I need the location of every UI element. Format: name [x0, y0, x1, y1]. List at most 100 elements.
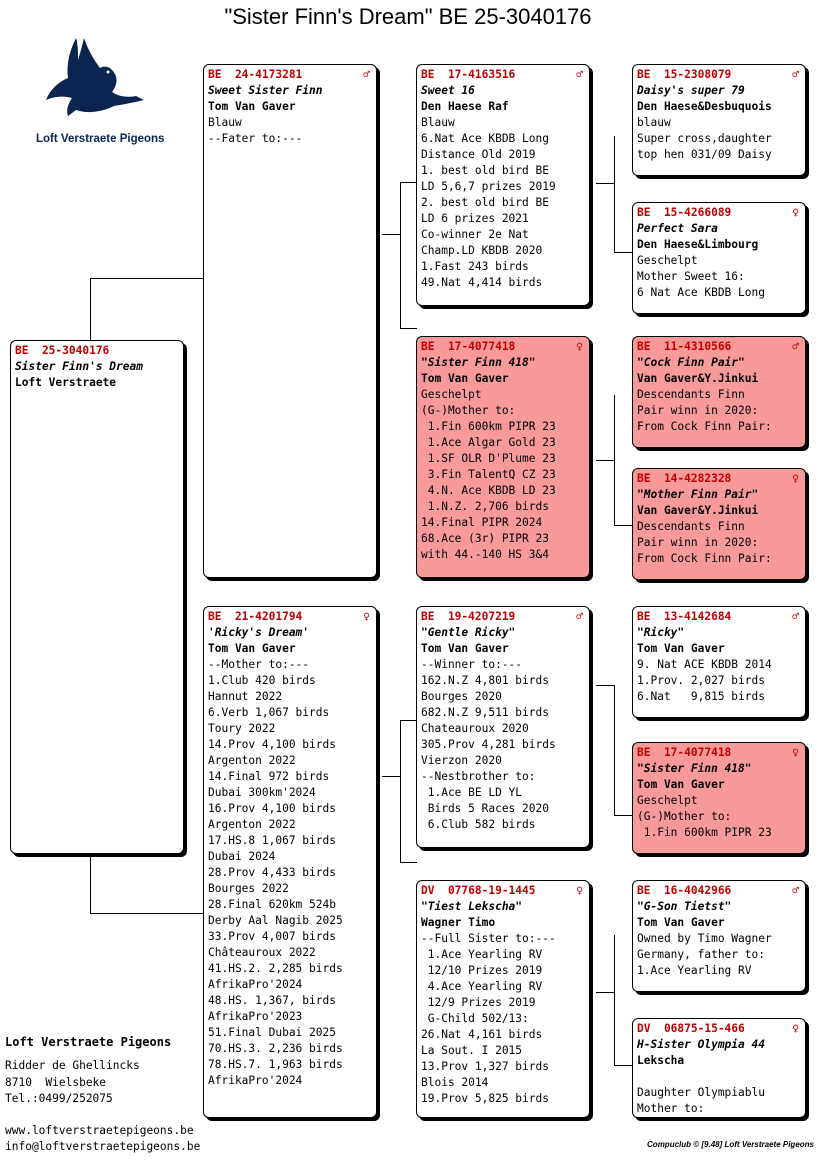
info-line: Bourges 2020: [421, 690, 502, 703]
info-line: 12/9 Prizes 2019: [421, 996, 536, 1009]
owner-name: Loft Verstraete: [15, 376, 117, 389]
info-line: Descendants Finn: [637, 520, 745, 533]
info-line: La Sout. I 2015: [421, 1044, 523, 1057]
info-line: Champ.LD KBDB 2020: [421, 244, 543, 257]
info-line: Blauw: [208, 116, 242, 129]
pedigree-card-dd: DV 07768-19-1445♀"Tiest Lekscha"Wagner T…: [416, 880, 590, 1118]
owner-name: Tom Van Gaver: [637, 642, 725, 655]
pigeon-icon: [46, 38, 144, 116]
connector: [614, 815, 633, 816]
info-line: 682.N.Z 9,511 birds: [421, 706, 549, 719]
page-title: "Sister Finn's Dream" BE 25-3040176: [224, 4, 592, 29]
connector: [614, 136, 615, 252]
info-line: G-Child 502/13:: [421, 1012, 529, 1025]
info-line: Dubai 300km'2024: [208, 786, 316, 799]
connector: [596, 992, 615, 993]
info-line: 3.Fin TalentQ CZ 23: [421, 468, 556, 481]
info-line: AfrikaPro'2024: [208, 1074, 303, 1087]
bird-name: "G-Son Tietst": [637, 900, 732, 913]
info-line: 1. best old bird BE: [421, 164, 549, 177]
info-line: From Cock Finn Pair:: [637, 420, 772, 433]
info-line: Distance Old 2019: [421, 148, 536, 161]
bird-name: Sweet 16: [421, 84, 475, 97]
info-line: 1.Fin 600km PIPR 23: [421, 420, 556, 433]
info-line: Châteauroux 2022: [208, 946, 316, 959]
sex-icon: ♀: [792, 472, 799, 485]
info-line: top hen 031/09 Daisy: [637, 148, 772, 161]
pedigree-card-dsd: BE 17-4077418♀"Sister Finn 418"Tom Van G…: [632, 742, 806, 854]
sex-icon: ♀: [792, 746, 799, 759]
sex-icon: ♂: [576, 610, 583, 623]
pedigree-card-dds: BE 16-4042966♂"G-Son Tietst"Tom Van Gave…: [632, 880, 806, 992]
ring-number: BE 17-4077418: [637, 746, 732, 759]
info-line: Geschelpt: [421, 388, 482, 401]
ring-number: BE 21-4201794: [208, 610, 303, 623]
info-line: Blauw: [421, 116, 455, 129]
info-line: 33.Prov 4,007 birds: [208, 930, 336, 943]
info-line: 6.Nat Ace KBDB Long: [421, 132, 549, 145]
info-line: 1.Fin 600km PIPR 23: [637, 826, 772, 839]
owner-name: Wagner Timo: [421, 916, 496, 929]
connector: [90, 913, 204, 914]
info-line: 1.Club 420 birds: [208, 674, 316, 687]
bird-name: "Mother Finn Pair": [637, 488, 759, 501]
ring-number: DV 06875-15-466: [637, 1022, 745, 1035]
info-line: 1.Prov. 2,027 birds: [637, 674, 765, 687]
bird-name: "Sister Finn 418": [637, 762, 752, 775]
info-line: --Full Sister to:---: [421, 932, 556, 945]
connector: [400, 720, 417, 721]
info-line: Germany, father to:: [637, 948, 765, 961]
connector: [596, 183, 615, 184]
info-line: Super cross,daughter: [637, 132, 772, 145]
info-line: 48.HS. 1,367, birds: [208, 994, 336, 1007]
sex-icon: ♂: [792, 884, 799, 897]
connector: [614, 935, 615, 1065]
connector: [614, 685, 615, 815]
sex-icon: ♂: [576, 68, 583, 81]
sex-icon: ♀: [792, 1022, 799, 1035]
info-line: 2. best old bird BE: [421, 196, 549, 209]
info-line: --Nestbrother to:: [421, 770, 536, 783]
sex-icon: ♂: [792, 68, 799, 81]
info-line: 9. Nat ACE KBDB 2014: [637, 658, 772, 671]
info-line: (G-)Mother to:: [421, 404, 516, 417]
info-line: 41.HS.2. 2,285 birds: [208, 962, 343, 975]
info-line: Geschelpt: [637, 254, 698, 267]
info-line: 68.Ace (3r) PIPR 23: [421, 532, 549, 545]
info-line: Dubai 2024: [208, 850, 276, 863]
info-line: Chateauroux 2020: [421, 722, 529, 735]
sex-icon: ♂: [792, 610, 799, 623]
connector: [614, 252, 633, 253]
connector: [596, 460, 615, 461]
breeder-website-link[interactable]: www.loftverstraetepigeons.be: [5, 1124, 194, 1137]
info-line: Argenton 2022: [208, 754, 296, 767]
info-line: 1.N.Z. 2,706 birds: [421, 500, 549, 513]
owner-name: Den Haese&Desbuquois: [637, 100, 772, 113]
info-line: 1.Ace Algar Gold 23: [421, 436, 556, 449]
info-line: 13.Prov 1,327 birds: [421, 1060, 549, 1073]
connector: [614, 1065, 633, 1066]
breeder-street: Ridder de Ghellincks: [5, 1059, 140, 1072]
pedigree-card-sd: BE 17-4077418♀"Sister Finn 418"Tom Van G…: [416, 336, 590, 578]
info-line: 162.N.Z 4,801 birds: [421, 674, 549, 687]
sex-icon: ♀: [576, 340, 583, 353]
ring-number: BE 19-4207219: [421, 610, 516, 623]
info-line: Geschelpt: [637, 794, 698, 807]
pedigree-card-sds: BE 11-4310566♂"Cock Finn Pair"Van Gaver&…: [632, 336, 806, 448]
bird-name: "Sister Finn 418": [421, 356, 536, 369]
info-line: Owned by Timo Wagner: [637, 932, 772, 945]
ring-number: BE 17-4163516: [421, 68, 516, 81]
info-line: 14.Final 972 birds: [208, 770, 330, 783]
breeder-email-link[interactable]: info@loftverstraetepigeons.be: [5, 1140, 201, 1153]
info-line: 78.HS.7. 1,963 birds: [208, 1058, 343, 1071]
info-line: Derby Aal Nagib 2025: [208, 914, 343, 927]
owner-name: Lekscha: [637, 1054, 685, 1067]
owner-name: Tom Van Gaver: [421, 372, 509, 385]
info-line: 14.Final PIPR 2024: [421, 516, 543, 529]
info-line: 1.Fast 243 birds: [421, 260, 529, 273]
ring-number: BE 14-4282328: [637, 472, 732, 485]
